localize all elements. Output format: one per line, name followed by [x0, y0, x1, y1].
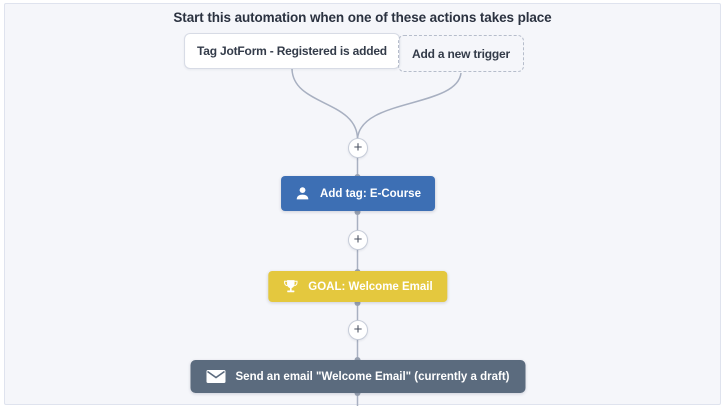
user-icon: [295, 186, 310, 201]
envelope-icon: [206, 370, 226, 383]
page-title: Start this automation when one of these …: [173, 10, 552, 25]
add-action-button-3[interactable]: +: [348, 320, 368, 340]
trophy-icon: [283, 279, 298, 294]
node-label: Send an email "Welcome Email" (currently…: [235, 370, 510, 383]
node-add-tag-ecourse[interactable]: Add tag: E-Course: [281, 176, 435, 211]
add-action-button-1[interactable]: +: [348, 138, 368, 158]
trigger-tag-jotform-registered[interactable]: Tag JotForm - Registered is added: [184, 33, 400, 69]
plus-icon: +: [353, 230, 363, 248]
plus-icon: +: [353, 138, 363, 156]
node-label: GOAL: Welcome Email: [308, 280, 433, 293]
add-action-button-2[interactable]: +: [348, 230, 368, 250]
node-label: Add tag: E-Course: [320, 187, 421, 200]
add-new-trigger-button[interactable]: Add a new trigger: [398, 35, 524, 72]
trigger-label: Add a new trigger: [412, 46, 510, 61]
node-send-welcome-email[interactable]: Send an email "Welcome Email" (currently…: [190, 360, 526, 393]
node-goal-welcome-email[interactable]: GOAL: Welcome Email: [268, 271, 448, 302]
trigger-label: Tag JotForm - Registered is added: [197, 44, 387, 58]
plus-icon: +: [353, 320, 363, 338]
